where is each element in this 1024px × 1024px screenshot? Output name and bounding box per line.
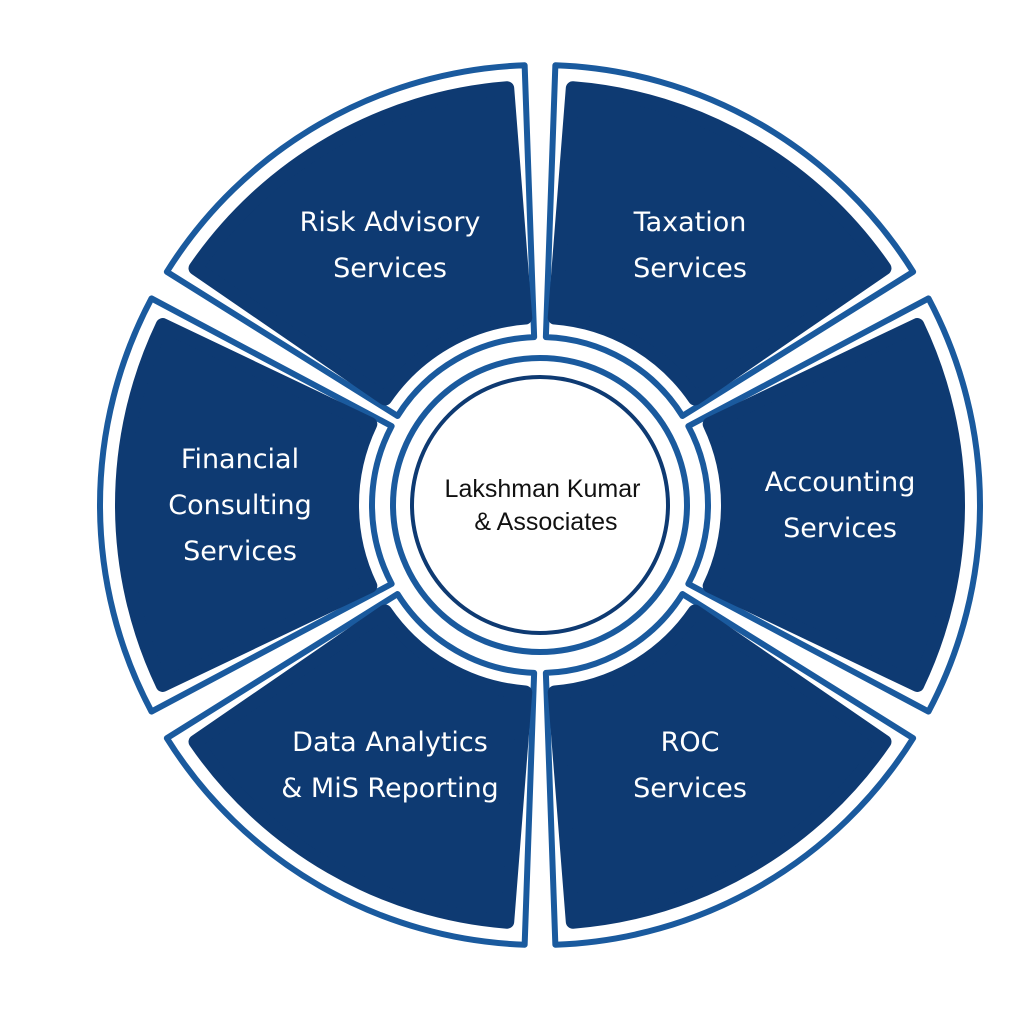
segment-label-line: Accounting xyxy=(765,467,916,498)
segment-label-line: Financial xyxy=(181,444,299,475)
segment-label-line: & MiS Reporting xyxy=(281,773,498,804)
center-title: Lakshman Kumar & Associates xyxy=(445,475,648,536)
segment-label: Data Analytics & MiS Reporting xyxy=(281,727,498,804)
segment-fill xyxy=(115,318,378,692)
center-line-1: Lakshman Kumar xyxy=(445,475,641,503)
center-inner-ring xyxy=(410,375,670,635)
segment-data-analytics: Data Analytics & MiS Reporting xyxy=(163,591,538,948)
segment-label-line: Taxation xyxy=(633,207,747,238)
segment-fill xyxy=(547,81,892,406)
segment-roc: ROC Services xyxy=(542,591,917,948)
segment-label: ROC Services xyxy=(633,727,747,804)
segment-label-line: Services xyxy=(333,253,447,284)
center-line-2: & Associates xyxy=(474,508,617,536)
segment-label-line: Services xyxy=(783,513,897,544)
segment-label-line: Services xyxy=(633,773,747,804)
segment-fill xyxy=(547,604,892,929)
segment-label-line: Consulting xyxy=(168,490,312,521)
segment-fill xyxy=(188,604,533,929)
segment-fill xyxy=(702,318,965,692)
segment-label-line: Data Analytics xyxy=(292,727,488,758)
center-hub: Lakshman Kumar & Associates xyxy=(390,355,690,655)
segment-label-line: ROC xyxy=(661,727,720,758)
segment-label-line: Services xyxy=(183,536,297,567)
segment-label-line: Risk Advisory xyxy=(300,207,481,238)
segment-label-line: Services xyxy=(633,253,747,284)
segment-fill xyxy=(188,81,533,406)
